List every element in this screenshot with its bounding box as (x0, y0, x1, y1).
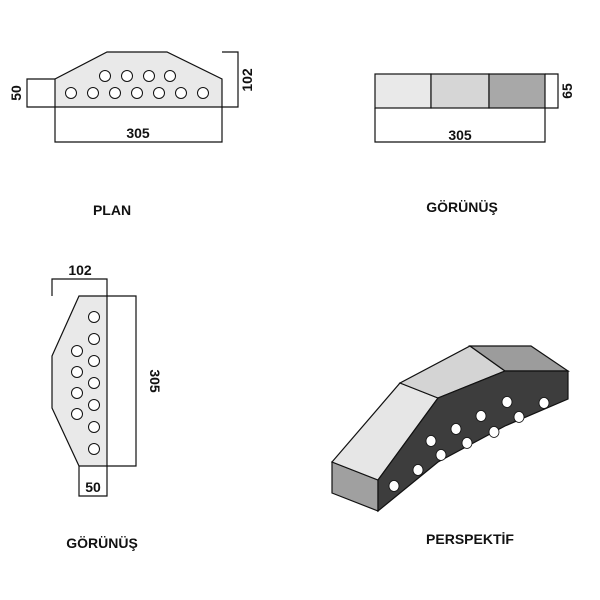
plan-hole (175, 87, 187, 99)
perspective-hole (501, 396, 513, 408)
side-dim-line-end (78, 466, 108, 497)
side-hole (71, 408, 83, 420)
plan-hole (153, 87, 165, 99)
plan-dim-line-width (222, 51, 239, 108)
perspective-hole (513, 411, 525, 423)
elevation-face-middle (430, 73, 490, 109)
side-hole (88, 333, 100, 345)
plan-hole (143, 70, 155, 82)
side-dim-end-label: 50 (85, 479, 101, 495)
perspective-hole (461, 437, 473, 449)
side-hole (88, 355, 100, 367)
plan-hole (164, 70, 176, 82)
side-dim-length-label: 305 (147, 369, 163, 393)
plan-dim-width-label: 102 (239, 68, 255, 92)
plan-holes-upper-row (99, 70, 176, 82)
side-holes-right-column (88, 311, 100, 455)
side-hole (71, 366, 83, 378)
side-holes-left-column (71, 345, 83, 420)
perspective-hole (450, 423, 462, 435)
side-hole (88, 377, 100, 389)
plan-caption: PLAN (93, 202, 131, 218)
side-caption: GÖRÜNÜŞ (66, 535, 138, 551)
perspective-hole (435, 449, 447, 461)
plan-view: 50 102 305 PLAN (8, 51, 255, 218)
plan-hole (87, 87, 99, 99)
perspective-holes (388, 396, 550, 492)
side-hole (88, 399, 100, 411)
side-hole (71, 387, 83, 399)
plan-dim-end-label: 50 (8, 85, 24, 101)
side-dim-width-label: 102 (68, 262, 92, 278)
side-hole (88, 421, 100, 433)
elevation-dim-line-height (545, 73, 559, 109)
plan-hole (121, 70, 133, 82)
side-dim-line-width (51, 278, 108, 296)
side-hole (71, 345, 83, 357)
side-hole (88, 311, 100, 323)
elevation-dim-height-label: 65 (559, 83, 575, 99)
perspective-hole (388, 480, 400, 492)
perspective-hole (412, 464, 424, 476)
plan-hole (99, 70, 111, 82)
side-dim-line-length (107, 295, 137, 467)
plan-hole (197, 87, 209, 99)
plan-holes-lower-row (65, 87, 209, 99)
perspective-hole (488, 426, 500, 438)
perspective-hole (475, 410, 487, 422)
elevation-dim-line-length (374, 108, 546, 143)
plan-hole (65, 87, 77, 99)
perspective-view: PERSPEKTİF (330, 345, 570, 547)
plan-dim-line-end (26, 78, 55, 108)
side-hole (88, 443, 100, 455)
perspective-front-face (377, 370, 569, 513)
plan-hole (131, 87, 143, 99)
plan-hole (109, 87, 121, 99)
perspective-hole (425, 435, 437, 447)
perspective-hole (538, 397, 550, 409)
elevation-face-left (374, 73, 432, 109)
elevation-dim-length-label: 305 (448, 127, 472, 143)
side-view: 102 305 50 GÖRÜNÜŞ (51, 262, 163, 551)
elevation-view: 65 305 GÖRÜNÜŞ (374, 73, 575, 215)
elevation-face-right (488, 73, 546, 109)
plan-dim-line-length (54, 107, 223, 143)
perspective-caption: PERSPEKTİF (426, 531, 514, 547)
elevation-caption: GÖRÜNÜŞ (426, 199, 498, 215)
plan-dim-length-label: 305 (126, 125, 150, 141)
